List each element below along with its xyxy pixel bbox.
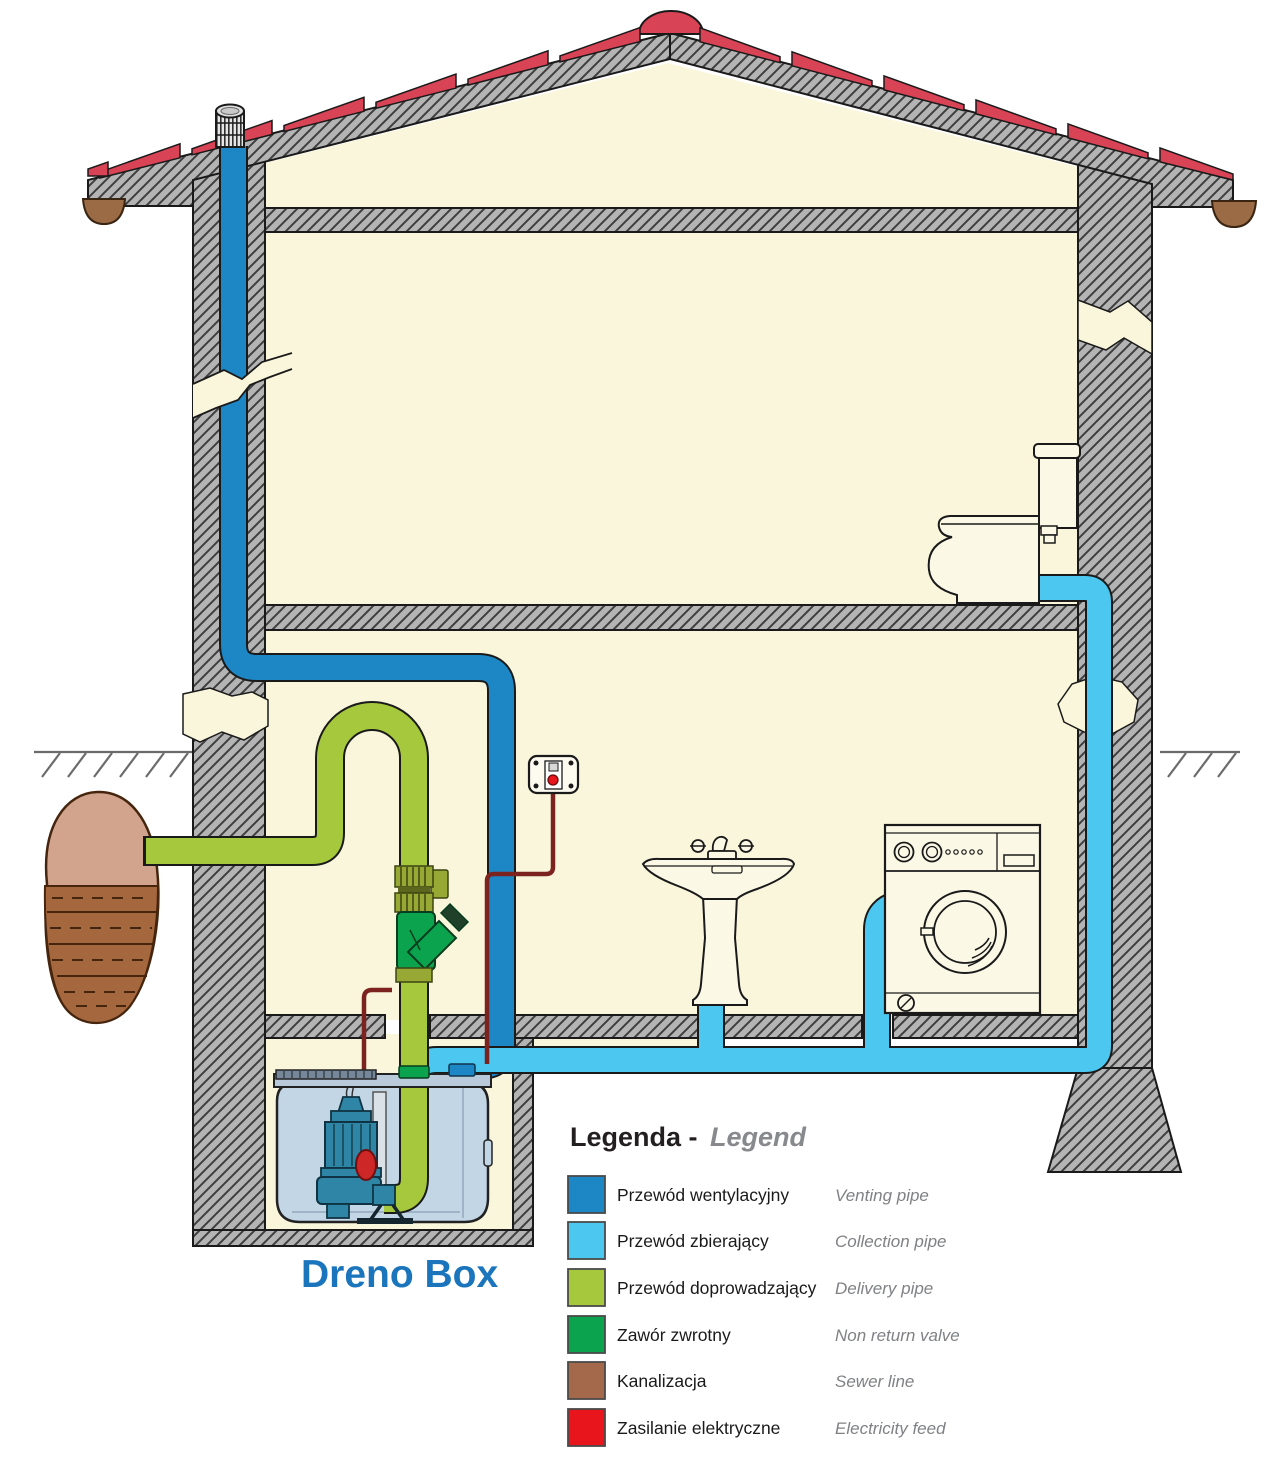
submersible-pump bbox=[316, 1082, 413, 1224]
legend-row: Kanalizacja Sewer line bbox=[567, 1361, 914, 1400]
mid-floor-slab bbox=[264, 604, 1079, 631]
legend-label-pl: Kanalizacja bbox=[617, 1371, 707, 1391]
legend-row: Zasilanie elektryczne Electricity feed bbox=[567, 1408, 946, 1447]
delivery-pipe bbox=[143, 701, 429, 1090]
legend-row: Zawór zwrotny Non return valve bbox=[567, 1315, 960, 1354]
electric-control-box bbox=[527, 754, 580, 795]
right-wall-upper-break bbox=[1077, 298, 1153, 356]
legend-title: Legenda - Legend bbox=[570, 1122, 806, 1152]
legend-label-en: Delivery pipe bbox=[835, 1279, 933, 1298]
left-wall-lower-break bbox=[182, 687, 269, 743]
gutter-left-icon bbox=[81, 198, 127, 226]
left-wall-upper-break bbox=[192, 352, 293, 419]
pit-floor-slab bbox=[192, 1229, 534, 1247]
power-cable bbox=[361, 792, 556, 1076]
roof-tiles-right bbox=[699, 26, 1234, 181]
toilet bbox=[927, 443, 1081, 604]
legend-label-pl: Przewód doprowadzający bbox=[617, 1278, 817, 1298]
alarm-button-icon bbox=[547, 774, 559, 786]
right-wall-footing bbox=[1046, 1067, 1183, 1173]
legend-label-pl: Przewód wentylacyjny bbox=[617, 1185, 789, 1205]
vent-cap-icon bbox=[215, 103, 245, 148]
sewer-pit bbox=[43, 790, 160, 1025]
vent-lid-fitting bbox=[448, 1063, 476, 1077]
ground-slab-seg1 bbox=[264, 1014, 386, 1039]
legend-swatch-electricity-feed bbox=[567, 1408, 606, 1447]
faucet-icon bbox=[711, 836, 728, 852]
legend-row: Przewód wentylacyjny Venting pipe bbox=[567, 1175, 929, 1214]
ground-slab-seg3 bbox=[514, 1014, 699, 1039]
legend-label-en: Collection pipe bbox=[835, 1232, 947, 1251]
pump-float-icon bbox=[355, 1149, 377, 1181]
ground-level-marks bbox=[34, 750, 1240, 778]
dreno-box-tank bbox=[273, 1063, 493, 1224]
legend-swatch-non-return-valve bbox=[567, 1315, 606, 1354]
ridge-cap bbox=[637, 10, 705, 35]
legend-label-en: Sewer line bbox=[835, 1372, 914, 1391]
product-label: Dreno Box bbox=[301, 1253, 499, 1296]
legend-label-pl: Zasilanie elektryczne bbox=[617, 1418, 780, 1438]
sewer-liquid-lines bbox=[47, 897, 156, 1007]
legend-swatch-sewer-line bbox=[567, 1361, 606, 1400]
non-return-valve bbox=[394, 865, 470, 983]
legend-label-pl: Zawór zwrotny bbox=[617, 1325, 731, 1345]
attic-floor-slab bbox=[264, 207, 1079, 233]
roof-tiles-left bbox=[87, 26, 641, 179]
attic-space bbox=[265, 63, 1078, 208]
legend-label-en: Venting pipe bbox=[835, 1186, 929, 1205]
legend-title-secondary: Legend bbox=[710, 1122, 807, 1152]
legend-label-en: Non return valve bbox=[835, 1326, 960, 1345]
legend-title-primary: Legenda - bbox=[570, 1122, 698, 1152]
ground-slab-seg5 bbox=[892, 1014, 1079, 1039]
ground-slab-seg4 bbox=[723, 1014, 863, 1039]
legend-label-pl: Przewód zbierający bbox=[617, 1231, 769, 1251]
legend-label-en: Electricity feed bbox=[835, 1419, 946, 1438]
delivery-lid-fitting bbox=[398, 1065, 430, 1079]
gutter-right-icon bbox=[1210, 200, 1258, 229]
pedestal-sink bbox=[641, 836, 796, 1006]
legend-row: Przewód zbierający Collection pipe bbox=[567, 1221, 947, 1260]
legend-swatch-venting-pipe bbox=[567, 1175, 606, 1214]
sewer-liquid bbox=[43, 885, 160, 1024]
washing-machine bbox=[883, 823, 1042, 1015]
legend: Legenda - Legend Przewód wentylacyjny Ve… bbox=[567, 1122, 960, 1447]
legend-row: Przewód doprowadzający Delivery pipe bbox=[567, 1268, 933, 1307]
legend-swatch-delivery-pipe bbox=[567, 1268, 606, 1307]
legend-swatch-collection-pipe bbox=[567, 1221, 606, 1260]
ground-slab-seg2 bbox=[429, 1014, 489, 1039]
